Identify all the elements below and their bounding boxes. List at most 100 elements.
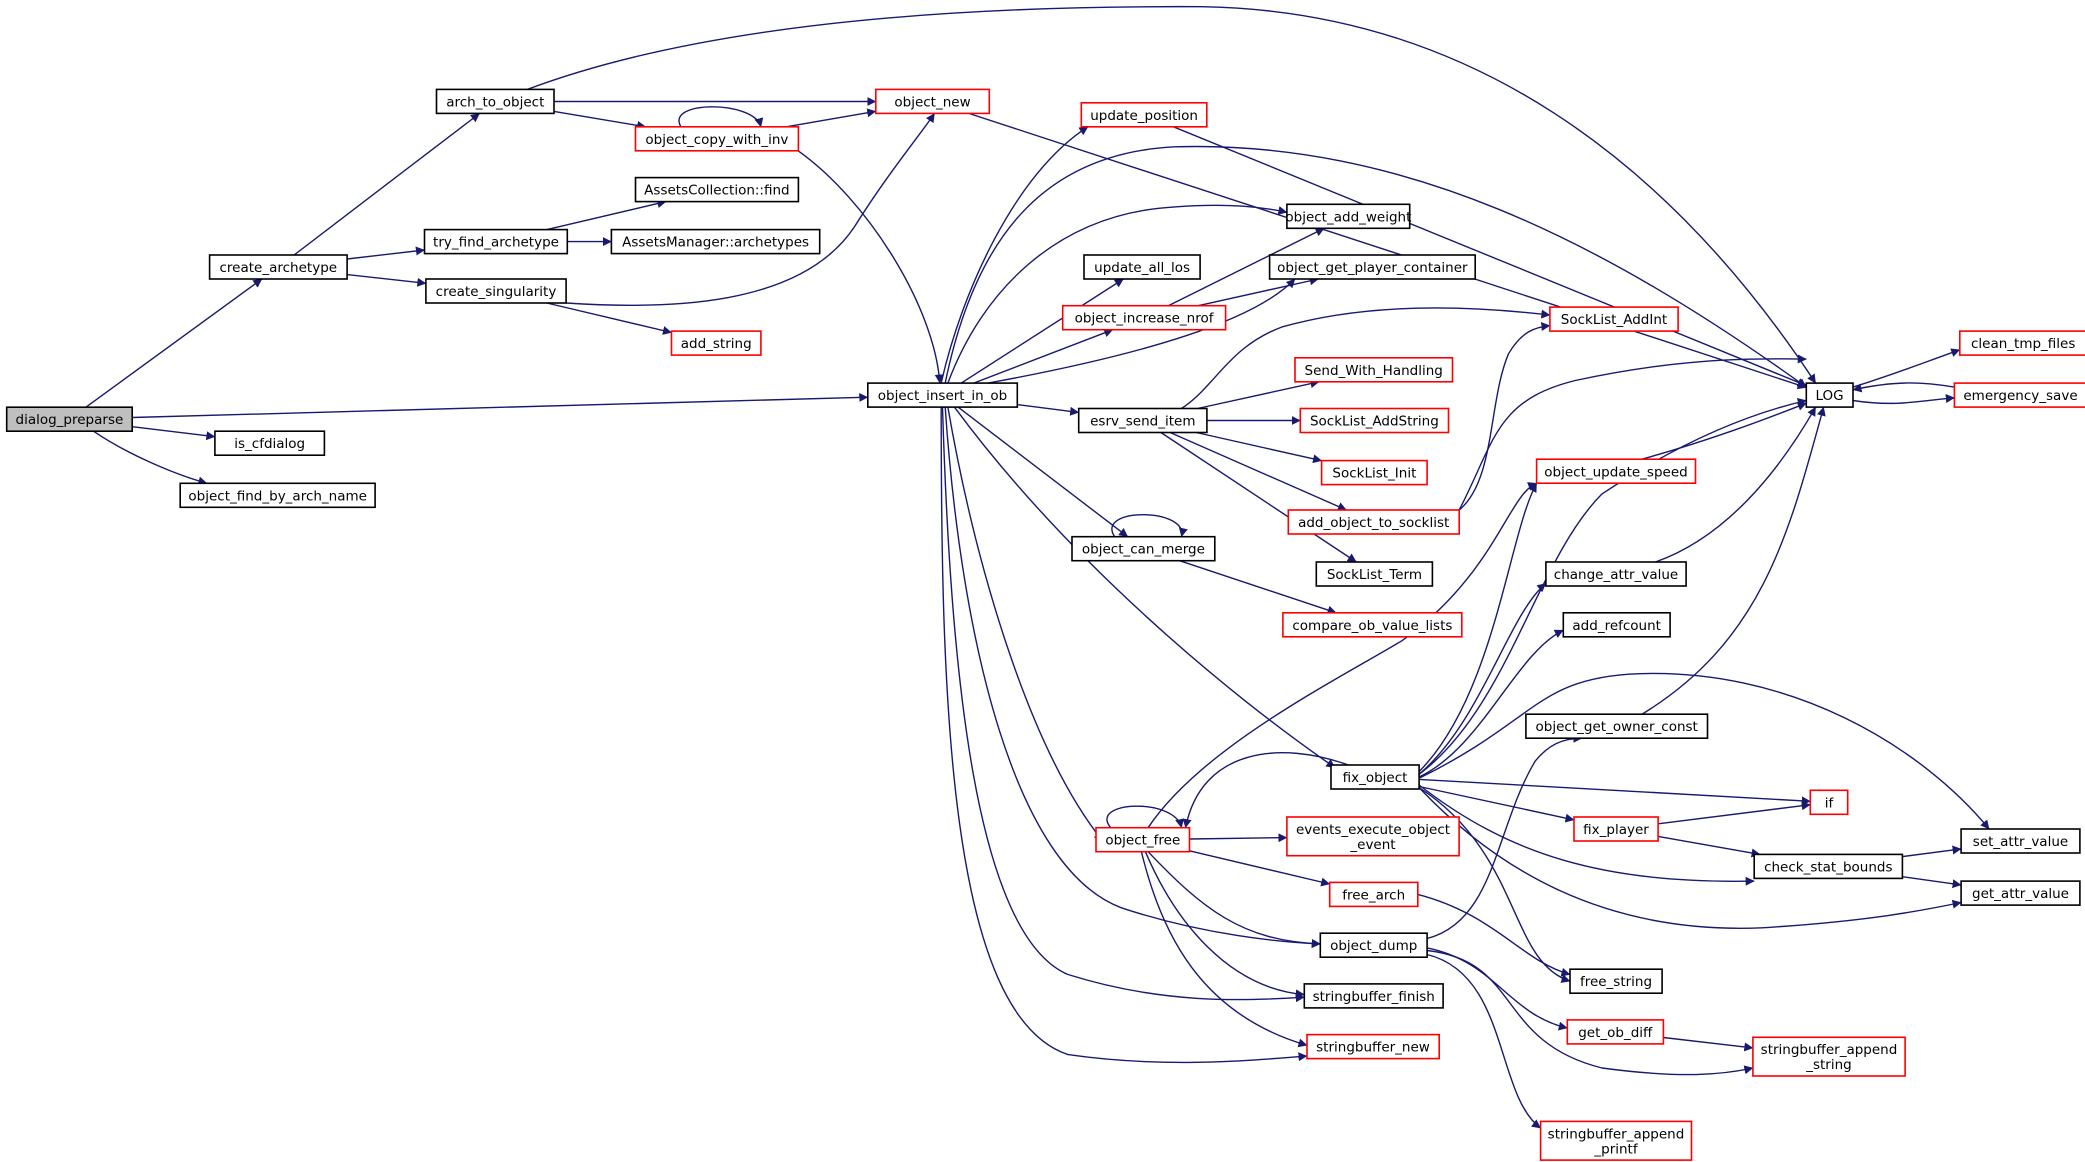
node-stringbuffer-append-string[interactable]: stringbuffer_append_string [1752, 1036, 1906, 1077]
node-label: object_update_speed [1544, 464, 1687, 480]
node-box [1535, 458, 1697, 485]
node-box [1328, 881, 1419, 908]
node-get-ob-diff[interactable]: get_ob_diff [1566, 1019, 1665, 1045]
node-object-can-merge[interactable]: object_can_merge [1071, 535, 1216, 562]
node-fix-player[interactable]: fix_player [1573, 816, 1659, 842]
node-get-attr-value[interactable]: get_attr_value [1960, 880, 2081, 906]
node-label: try_find_archetype [433, 235, 559, 251]
node-assets-archetypes[interactable]: AssetsManager::archetypes [610, 228, 821, 255]
node-label: object_get_owner_const [1536, 719, 1698, 735]
node-box [1315, 561, 1434, 587]
edge-add-object-to-socklist-to-socklist-addint [1458, 322, 1551, 511]
edge-dialog-preparse-to-object-insert-in-ob [132, 392, 869, 419]
node-is-cfdialog[interactable]: is_cfdialog [214, 430, 326, 457]
edge-create-archetype-to-arch-to-object [293, 112, 480, 256]
node-stringbuffer-new[interactable]: stringbuffer_new [1306, 1033, 1440, 1060]
edge-object-insert-in-ob-to-stringbuffer-finish [941, 407, 1305, 1003]
node-box [425, 278, 567, 304]
node-free-arch[interactable]: free_arch [1328, 881, 1419, 908]
node-socklist-addstring[interactable]: SockList_AddString [1299, 407, 1450, 434]
node-socklist-init[interactable]: SockList_Init [1320, 459, 1428, 486]
node-label: dialog_preparse [16, 412, 124, 428]
node-object-update-speed[interactable]: object_update_speed [1535, 458, 1697, 485]
edge-fix-object-to-log [1418, 398, 1807, 775]
node-compare-ob-value-lists[interactable]: compare_ob_value_lists [1282, 611, 1463, 638]
node-change-attr-value[interactable]: change_attr_value [1545, 561, 1687, 587]
node-box [1306, 1033, 1440, 1060]
node-object-copy-with-inv[interactable]: object_copy_with_inv [634, 126, 800, 152]
node-box [1294, 356, 1454, 383]
node-label: object_can_merge [1082, 542, 1205, 558]
node-arch-to-object[interactable]: arch_to_object [435, 88, 555, 115]
node-emergency-save[interactable]: emergency_save [1953, 382, 2085, 408]
node-fix-object[interactable]: fix_object [1330, 764, 1420, 790]
node-update-all-los[interactable]: update_all_los [1083, 254, 1201, 280]
edge-arch-to-object-to-log [527, 5, 1817, 384]
node-create-archetype[interactable]: create_archetype [208, 254, 348, 280]
node-label: SockList_AddString [1310, 414, 1439, 430]
edge-log-to-emergency-save [1852, 394, 1955, 405]
node-object-get-player-container[interactable]: object_get_player_container [1268, 254, 1476, 280]
node-add-object-to-socklist[interactable]: add_object_to_socklist [1287, 509, 1461, 535]
node-object-add-weight[interactable]: object_add_weight [1285, 203, 1411, 230]
edge-object-dump-to-stringbuffer-append-string [1427, 949, 1754, 1076]
edge-object-can-merge-to-compare-ob-value-lists [1179, 560, 1337, 615]
node-label: fix_object [1343, 770, 1408, 786]
node-box [1549, 306, 1679, 332]
node-add-refcount[interactable]: add_refcount [1562, 611, 1671, 638]
edge-fix-object-to-get-attr-value [1418, 787, 1962, 929]
node-update-position[interactable]: update_position [1080, 102, 1208, 128]
node-box [1573, 816, 1659, 842]
node-check-stat-bounds[interactable]: check_stat_bounds [1753, 853, 1904, 880]
node-clean-tmp-files[interactable]: clean_tmp_files [1959, 330, 2085, 356]
node-log[interactable]: LOG [1805, 382, 1854, 408]
node-object-insert-in-ob[interactable]: object_insert_in_ob [866, 382, 1019, 408]
node-socklist-addint[interactable]: SockList_AddInt [1549, 306, 1679, 332]
node-object-get-owner-const[interactable]: object_get_owner_const [1525, 713, 1709, 740]
node-label: object_insert_in_ob [878, 388, 1007, 404]
node-try-find-archetype[interactable]: try_find_archetype [423, 228, 569, 255]
node-object-free[interactable]: object_free [1095, 826, 1191, 853]
node-if[interactable]: if [1809, 789, 1849, 816]
node-label: object_find_by_arch_name [188, 488, 367, 504]
node-label: object_new [894, 95, 970, 111]
node-events-execute-object-event[interactable]: events_execute_object_event [1286, 816, 1460, 857]
node-send-with-handling[interactable]: Send_With_Handling [1294, 356, 1454, 383]
edge-object-free-to-stringbuffer-finish [1144, 851, 1305, 999]
node-dialog-preparse[interactable]: dialog_preparse [5, 406, 133, 433]
node-set-attr-value[interactable]: set_attr_value [1960, 828, 2081, 854]
node-assets-find[interactable]: AssetsCollection::find [634, 176, 800, 203]
node-label: esrv_send_item [1090, 414, 1195, 430]
edge-fix-object-to-check-stat-bounds [1418, 784, 1755, 886]
node-label: update_all_los [1094, 260, 1190, 276]
node-box [179, 482, 376, 509]
node-free-string[interactable]: free_string [1569, 968, 1663, 995]
node-box [1525, 713, 1709, 740]
node-add-string[interactable]: add_string [670, 330, 762, 356]
edge-object-update-speed-to-log [1641, 402, 1807, 460]
node-label: object_increase_nrof [1075, 311, 1215, 327]
node-box [1319, 932, 1428, 959]
node-stringbuffer-finish[interactable]: stringbuffer_finish [1303, 983, 1444, 1009]
node-box [874, 88, 991, 115]
node-object-find-by-arch-name[interactable]: object_find_by_arch_name [179, 482, 376, 509]
node-create-singularity[interactable]: create_singularity [425, 278, 567, 304]
edge-try-find-archetype-to-assets-find [546, 199, 667, 231]
edge-object-free-to-object-dump [1147, 851, 1321, 949]
node-label: stringbuffer_append [1761, 1042, 1898, 1058]
edge-fix-object-to-object-update-speed [1418, 482, 1538, 773]
node-object-dump[interactable]: object_dump [1319, 932, 1428, 959]
node-box [208, 254, 348, 280]
node-object-new[interactable]: object_new [874, 88, 991, 115]
node-esrv-send-item[interactable]: esrv_send_item [1077, 407, 1208, 434]
node-box [1330, 764, 1420, 790]
edge-object-copy-with-inv-to-object-insert-in-ob [797, 150, 944, 384]
edge-object-copy-with-inv-to-object-copy-with-inv [678, 106, 764, 128]
node-box [1303, 983, 1444, 1009]
node-label: events_execute_object [1296, 822, 1450, 838]
node-label: if [1825, 795, 1835, 811]
node-object-increase-nrof[interactable]: object_increase_nrof [1061, 304, 1227, 331]
node-stringbuffer-append-printf[interactable]: stringbuffer_append_printf [1539, 1120, 1693, 1161]
node-label: AssetsManager::archetypes [622, 235, 809, 251]
node-socklist-term[interactable]: SockList_Term [1315, 561, 1434, 587]
